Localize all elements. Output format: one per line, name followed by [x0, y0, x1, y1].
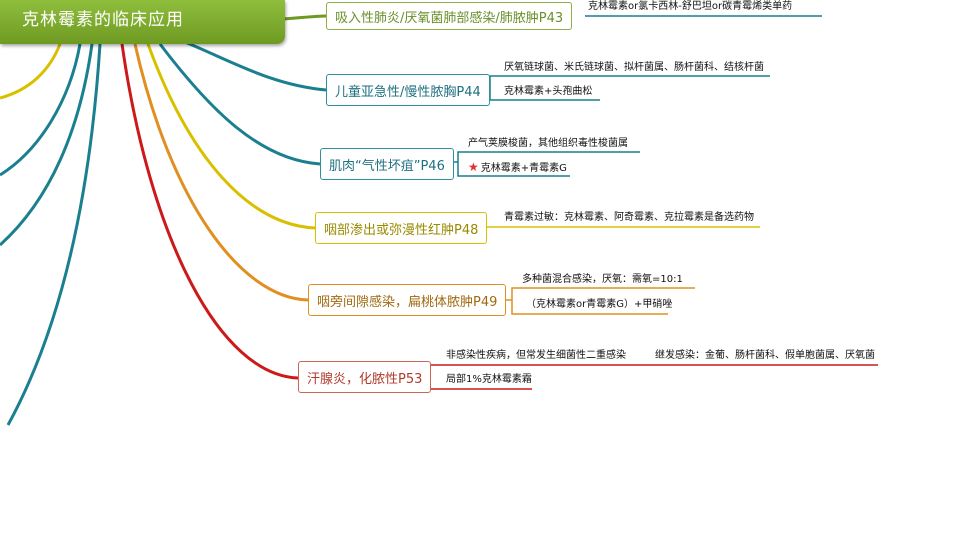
- note-mixed-infection: 多种菌混合感染，厌氧：需氧=10:1: [522, 274, 683, 285]
- topic-label: 咽部渗出或弥漫性红肿P48: [324, 222, 479, 238]
- branch-line-offscreen-2: [0, 43, 94, 247]
- branch-line-hidradenitis: [120, 43, 299, 380]
- note-noninfectious: 非感染性疾病，但常发生细菌性二重感染: [446, 350, 626, 361]
- slide-title: 克林霉素的临床应用: [0, 0, 285, 44]
- note-gangrene-regimen: ★克林霉素+青霉素G: [468, 161, 567, 175]
- topic-parapharyngeal-abscess: 咽旁间隙感染，扁桃体脓肿P49: [308, 284, 507, 316]
- topic-aspiration-pneumonia: 吸入性肺炎/厌氧菌肺部感染/肺脓肿P43: [326, 2, 573, 30]
- topic-gas-gangrene: 肌肉“气性坏疽”P46: [320, 148, 454, 180]
- branch-line-offscreen-4: [0, 43, 62, 100]
- note-text: 克林霉素+青霉素G: [480, 163, 567, 174]
- branch-line-empyema: [179, 38, 327, 92]
- topic-label: 肌肉“气性坏疽”P46: [329, 158, 445, 174]
- topic-child-empyema: 儿童亚急性/慢性脓胸P44: [326, 74, 490, 106]
- note-fork-6: [505, 287, 518, 315]
- topic-hidradenitis: 汗腺炎，化脓性P53: [298, 361, 432, 393]
- branch-line-parapharyngeal: [133, 43, 309, 302]
- branch-line-offscreen-3: [0, 43, 82, 177]
- topic-label: 儿童亚急性/慢性脓胸P44: [335, 84, 481, 100]
- note-empyema-regimen: 克林霉素+头孢曲松: [504, 86, 593, 97]
- topic-pharyngeal-exudate: 咽部渗出或弥漫性红肿P48: [315, 212, 488, 244]
- note-penicillin-allergy: 青霉素过敏：克林霉素、阿奇霉素、克拉霉素是备选药物: [504, 212, 754, 223]
- branch-line-offscreen-1: [6, 43, 102, 426]
- branch-line-gangrene: [158, 43, 321, 166]
- note-secondary-infection: 继发感染：金葡、肠杆菌科、假单胞菌属、厌氧菌: [655, 350, 875, 361]
- star-icon: ★: [468, 160, 479, 174]
- note-gangrene-pathogens: 产气荚膜梭菌，其他组织毒性梭菌属: [468, 138, 628, 149]
- topic-label: 吸入性肺炎/厌氧菌肺部感染/肺脓肿P43: [335, 10, 564, 26]
- note-empyema-pathogens: 厌氧链球菌、米氏链球菌、拟杆菌属、肠杆菌科、结核杆菌: [504, 62, 764, 73]
- topic-label: 汗腺炎，化脓性P53: [307, 371, 423, 387]
- topic-label: 咽旁间隙感染，扁桃体脓肿P49: [317, 294, 498, 310]
- note-aspiration-regimen: 克林霉素or氯卡西林-舒巴坦or碳青霉烯类单药: [588, 1, 793, 12]
- branch-line-pharynx: [146, 43, 316, 230]
- note-fork-3: [453, 151, 465, 177]
- note-topical-cream: 局部1%克林霉素霜: [446, 374, 532, 385]
- note-parapharyngeal-regimen: （克林霉素or青霉素G）+甲硝唑: [526, 299, 673, 310]
